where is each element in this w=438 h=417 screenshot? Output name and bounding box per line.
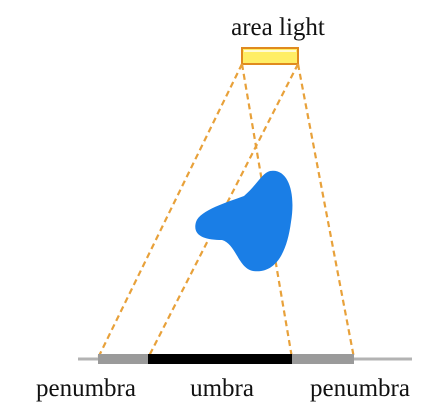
- penumbra-right-region: [292, 354, 354, 364]
- ray-left-edge-outer: [97, 63, 243, 359]
- occluder-shape: [195, 170, 293, 272]
- area-light: [241, 47, 299, 65]
- area-light-label: area light: [231, 14, 325, 41]
- penumbra-left-region: [98, 354, 148, 364]
- umbra-region: [148, 354, 292, 364]
- penumbra-right-label: penumbra: [310, 375, 410, 402]
- ray-right-edge-outer: [296, 63, 356, 359]
- umbra-label: umbra: [190, 375, 254, 402]
- penumbra-left-label: penumbra: [36, 375, 136, 402]
